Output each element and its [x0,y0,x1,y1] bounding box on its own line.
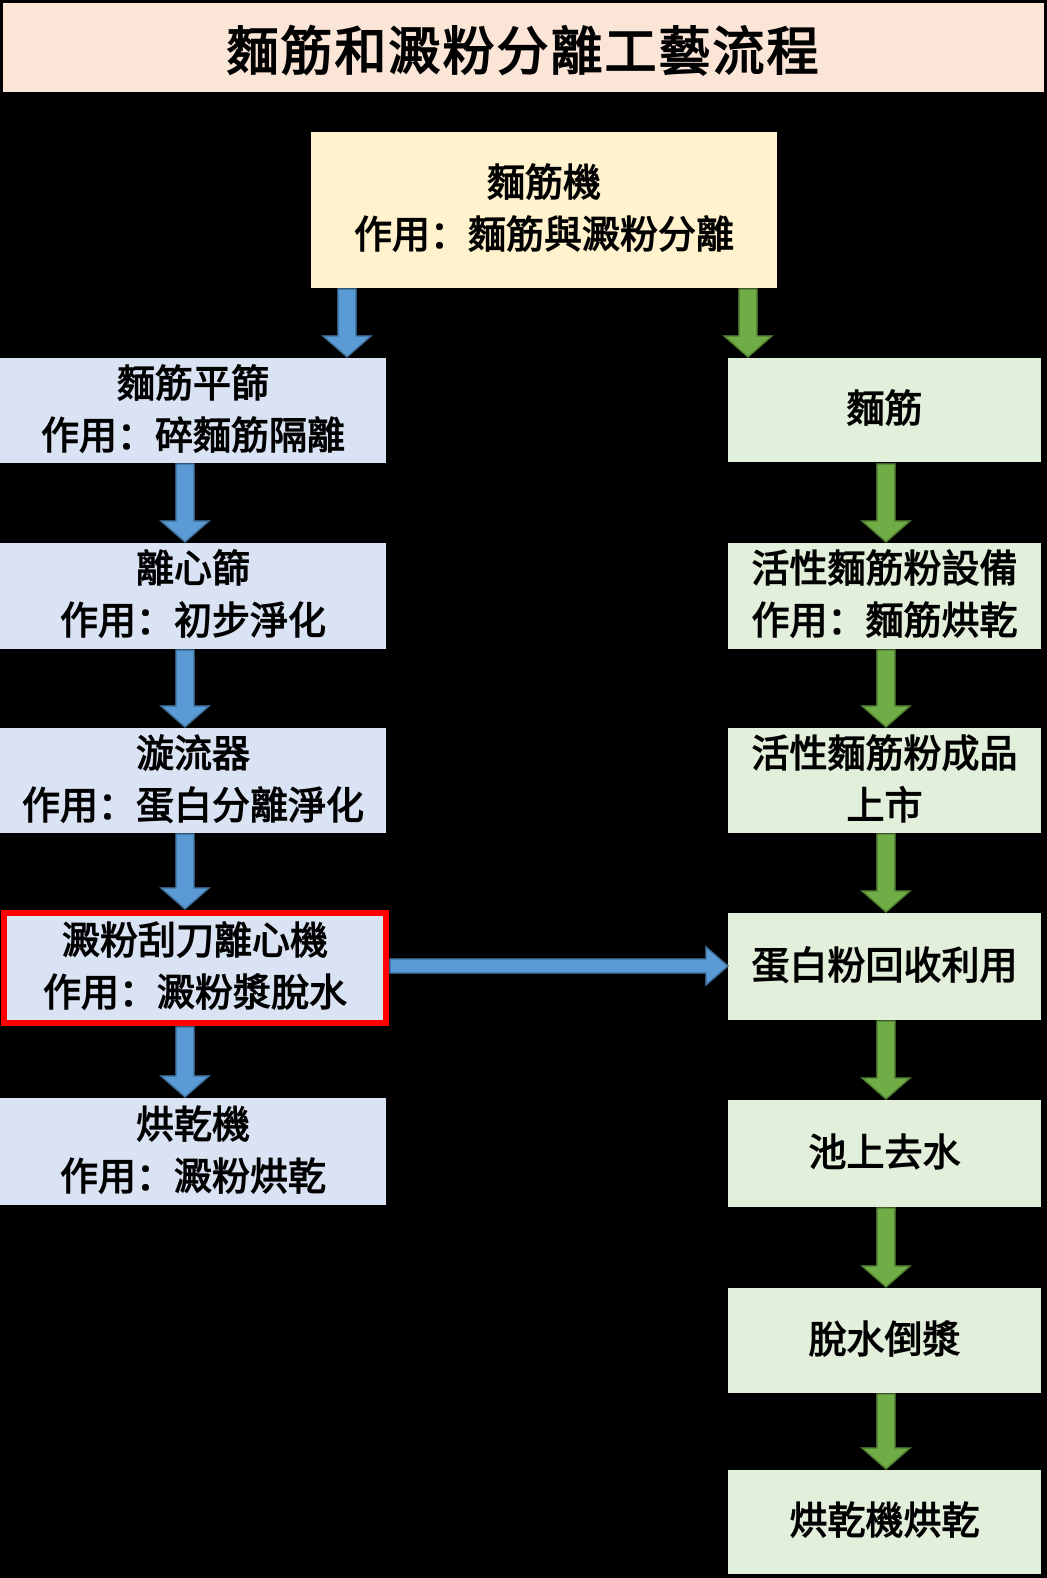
box-name: 漩流器 [135,733,250,776]
down-arrow-icon [321,288,373,358]
diagram-title-bar: 麵筋和澱粉分離工藝流程 [3,3,1044,92]
box-name: 麵筋平篩 [116,363,269,406]
box-name: 池上去水 [808,1132,961,1175]
flow-box-pond-dewatering: 池上去水 [728,1100,1041,1207]
flow-box-dryer-drying: 烘乾機烘乾 [728,1470,1041,1574]
box-name: 蛋白粉回收利用 [751,945,1018,988]
down-arrow-icon [860,1393,912,1470]
down-arrow-icon [159,463,211,543]
box-role: 作用：蛋白分離淨化 [21,785,364,828]
flow-box-vital-gluten-product: 活性麵筋粉成品 上市 [728,728,1041,833]
diagram-title: 麵筋和澱粉分離工藝流程 [226,25,821,82]
down-arrow-icon [159,1026,211,1098]
flow-box-gluten-machine: 麵筋機 作用：麵筋與澱粉分離 [311,132,777,288]
flow-box-gluten: 麵筋 [728,358,1041,462]
down-arrow-icon [159,833,211,910]
box-name: 烘乾機烘乾 [789,1501,980,1543]
box-name: 麵筋 [846,389,923,431]
box-role: 作用：澱粉漿脫水 [42,973,347,1015]
down-arrow-icon [860,649,912,728]
down-arrow-icon [860,1207,912,1288]
flow-box-cyclone: 漩流器 作用：蛋白分離淨化 [0,728,386,833]
box-name: 烘乾機 [135,1104,250,1147]
box-name: 麵筋機 [486,163,601,205]
down-arrow-icon [860,1020,912,1100]
box-role: 作用：澱粉烘乾 [59,1156,326,1199]
flow-box-dewatered-pulp: 脫水倒漿 [728,1288,1041,1393]
box-role: 上市 [846,785,923,828]
box-name: 離心篩 [135,549,250,591]
right-arrow-icon [389,945,730,987]
box-name: 脫水倒漿 [808,1319,961,1362]
flow-box-protein-powder-recycle: 蛋白粉回收利用 [728,913,1041,1020]
down-arrow-icon [159,649,211,728]
down-arrow-icon [722,288,774,358]
box-name: 活性麵筋粉成品 [751,733,1018,776]
flow-box-gluten-flat-sieve: 麵筋平篩 作用：碎麵筋隔離 [0,358,386,463]
down-arrow-icon [860,463,912,543]
flow-box-starch-dryer: 烘乾機 作用：澱粉烘乾 [0,1098,386,1205]
box-role: 作用：麵筋與澱粉分離 [353,215,734,257]
box-name: 活性麵筋粉設備 [751,549,1018,591]
flow-box-starch-scraper-centrifuge: 澱粉刮刀離心機 作用：澱粉漿脫水 [1,910,389,1026]
box-role: 作用：初步淨化 [59,601,326,643]
box-role: 作用：麵筋烘乾 [751,601,1018,643]
flow-box-centrifugal-sieve: 離心篩 作用：初步淨化 [0,543,386,649]
box-name: 澱粉刮刀離心機 [61,921,328,963]
down-arrow-icon [860,833,912,913]
flow-box-vital-gluten-equipment: 活性麵筋粉設備 作用：麵筋烘乾 [728,543,1041,649]
box-role: 作用：碎麵筋隔離 [40,415,345,458]
